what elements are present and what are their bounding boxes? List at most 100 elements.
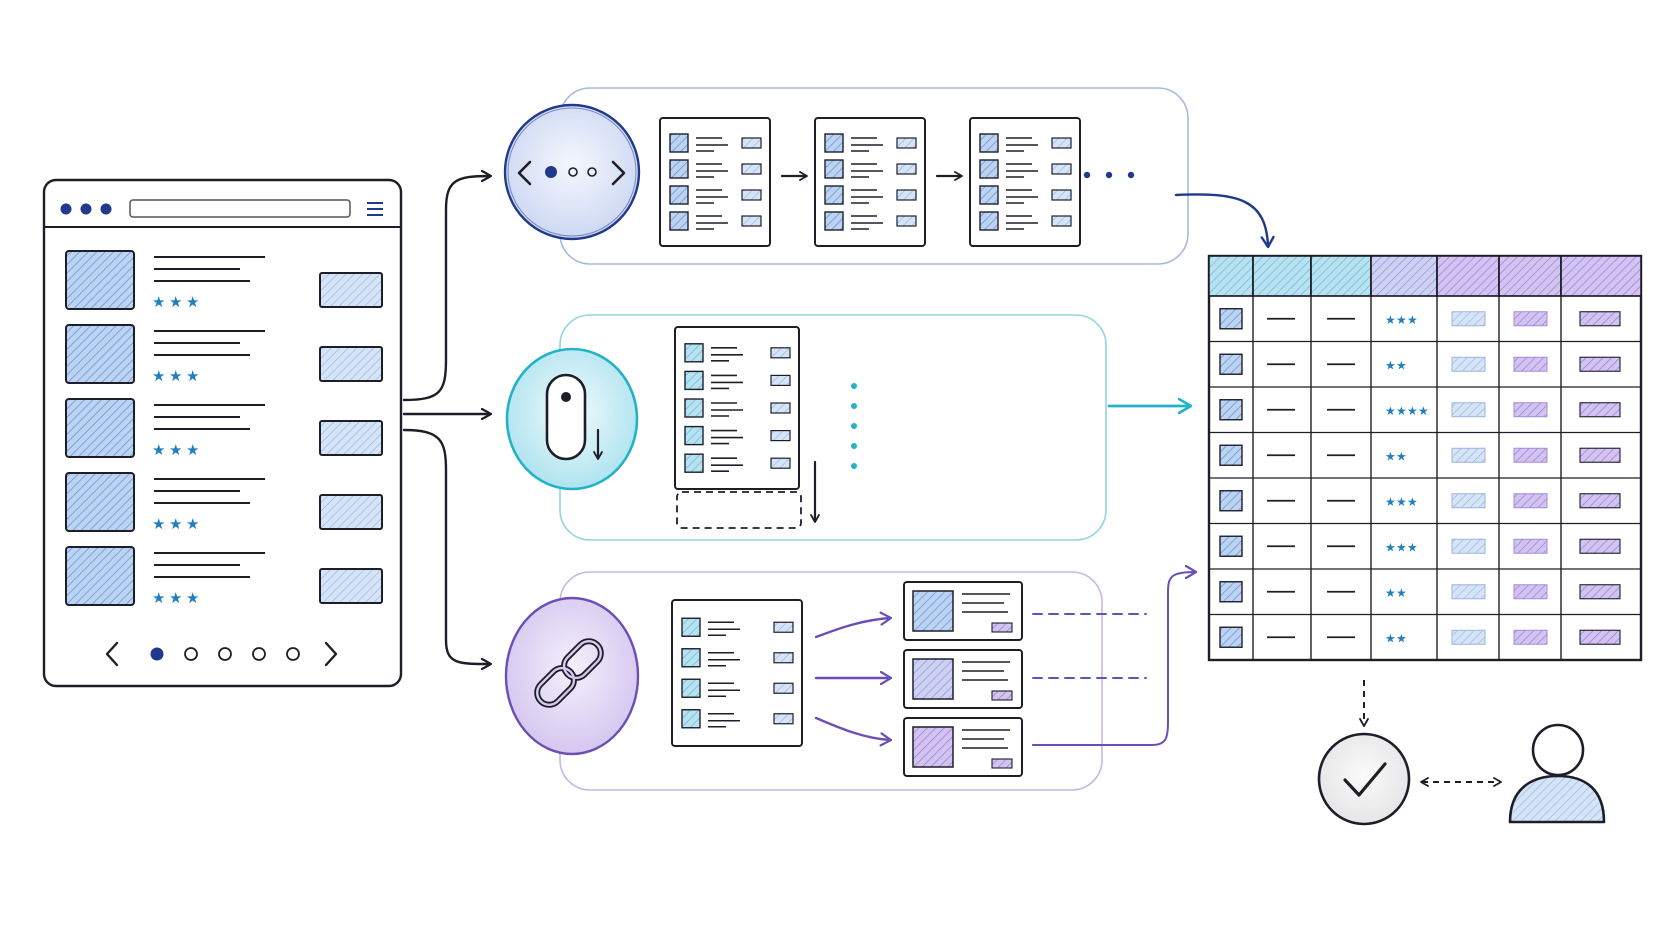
thumbnail-image bbox=[65, 398, 135, 458]
paginated-page bbox=[814, 117, 926, 247]
rating-star: ★ bbox=[1396, 313, 1407, 327]
table-header-cell bbox=[1370, 255, 1438, 297]
action-button[interactable] bbox=[319, 272, 383, 308]
table-header-cell bbox=[1498, 255, 1562, 297]
rating-star: ★ bbox=[1385, 586, 1396, 600]
rating-star: ★ bbox=[1396, 631, 1407, 645]
rating-star: ★ bbox=[1407, 495, 1418, 509]
arrow-pagination-to-table bbox=[1174, 193, 1268, 246]
rating-star: ★ bbox=[152, 589, 165, 607]
action-button[interactable] bbox=[319, 346, 383, 382]
links-page-content bbox=[671, 599, 803, 747]
page-dot[interactable] bbox=[218, 647, 232, 661]
table-row: ★★ bbox=[1209, 613, 1641, 648]
rating-star: ★ bbox=[1407, 540, 1418, 554]
rating-star: ★ bbox=[152, 441, 165, 459]
listing-row[interactable]: ★★★ bbox=[65, 324, 383, 385]
prev-page-icon[interactable] bbox=[105, 641, 119, 667]
more-items-ellipsis bbox=[851, 383, 857, 469]
address-bar[interactable] bbox=[129, 199, 351, 218]
listing-page-with-links bbox=[671, 599, 803, 747]
table-row: ★★★ bbox=[1209, 295, 1641, 330]
arrow-to-pagination bbox=[402, 176, 490, 402]
rating-star: ★ bbox=[1385, 313, 1396, 327]
thumbnail-image bbox=[65, 472, 135, 532]
page-dot[interactable] bbox=[252, 647, 266, 661]
detail-pages bbox=[903, 581, 1023, 777]
paginated-page bbox=[659, 117, 771, 247]
listing-row[interactable]: ★★★ bbox=[65, 250, 383, 311]
arrow-to-links bbox=[402, 428, 490, 664]
more-pages-ellipsis bbox=[1083, 171, 1135, 179]
checkmark-icon bbox=[1317, 732, 1411, 826]
table-header-cell bbox=[1252, 255, 1312, 297]
rating-star: ★ bbox=[1396, 540, 1407, 554]
rating-star: ★ bbox=[186, 589, 199, 607]
pager bbox=[105, 641, 338, 667]
rating-star: ★ bbox=[169, 441, 182, 459]
rating-star: ★ bbox=[169, 367, 182, 385]
rating-star: ★ bbox=[1385, 631, 1396, 645]
rating-star: ★ bbox=[1396, 586, 1407, 600]
review-loop bbox=[1317, 680, 1606, 826]
thumbnail-image bbox=[65, 324, 135, 384]
pagination-method bbox=[503, 87, 1268, 265]
page-dot[interactable] bbox=[184, 647, 198, 661]
rating-star: ★ bbox=[1407, 313, 1418, 327]
table-row: ★★ bbox=[1209, 568, 1641, 603]
table-row: ★★★★ bbox=[1209, 386, 1641, 421]
thumbnail-image bbox=[65, 250, 135, 310]
output-data-table: ★★★★★★★★★★★★★★★★★★★★★ bbox=[1207, 254, 1643, 662]
rating-star: ★ bbox=[169, 589, 182, 607]
rating-star: ★ bbox=[1418, 404, 1429, 418]
rating-star: ★ bbox=[1396, 358, 1407, 372]
table-row: ★★★ bbox=[1209, 522, 1641, 557]
rating-star: ★ bbox=[152, 367, 165, 385]
person-icon bbox=[1508, 723, 1606, 824]
table-header-cell bbox=[1310, 255, 1372, 297]
detail-page-card bbox=[903, 649, 1023, 709]
detail-links-method bbox=[504, 572, 1195, 791]
table-row: ★★★ bbox=[1209, 477, 1641, 512]
rating-star: ★ bbox=[152, 515, 165, 533]
window-controls bbox=[60, 203, 112, 215]
table-header-cell bbox=[1208, 255, 1254, 297]
rating-star: ★ bbox=[1396, 404, 1407, 418]
rating-star: ★ bbox=[169, 293, 182, 311]
rating-star: ★ bbox=[1385, 358, 1396, 372]
action-button[interactable] bbox=[319, 568, 383, 604]
rating-star: ★ bbox=[186, 441, 199, 459]
next-page-icon[interactable] bbox=[324, 641, 338, 667]
listing-row[interactable]: ★★★ bbox=[65, 472, 383, 533]
rating-star: ★ bbox=[1396, 449, 1407, 463]
loading-placeholder bbox=[676, 491, 802, 529]
rating-star: ★ bbox=[186, 367, 199, 385]
paginated-page bbox=[969, 117, 1081, 247]
rating-star: ★ bbox=[1385, 449, 1396, 463]
detail-page-card bbox=[903, 717, 1023, 777]
table-header-cell bbox=[1436, 255, 1500, 297]
thumbnail-image bbox=[65, 546, 135, 606]
detail-merge-lines bbox=[1032, 572, 1195, 746]
hamburger-menu-icon[interactable] bbox=[367, 202, 383, 216]
listing-row[interactable]: ★★★ bbox=[65, 398, 383, 459]
scroll-page-content bbox=[674, 326, 800, 490]
listing-row[interactable]: ★★★ bbox=[65, 546, 383, 607]
table-row: ★★ bbox=[1209, 340, 1641, 375]
rating-star: ★ bbox=[169, 515, 182, 533]
action-button[interactable] bbox=[319, 420, 383, 456]
infinite-scroll-method bbox=[505, 314, 1190, 541]
mouse-scroll-icon bbox=[505, 347, 639, 491]
action-button[interactable] bbox=[319, 494, 383, 530]
follow-link-arrows bbox=[814, 618, 890, 740]
rating-star: ★ bbox=[152, 293, 165, 311]
rating-star: ★ bbox=[1385, 495, 1396, 509]
page-dot-active[interactable] bbox=[150, 647, 164, 661]
detail-page-card bbox=[903, 581, 1023, 641]
page-dot[interactable] bbox=[286, 647, 300, 661]
listing-rows: ★★★★★★★★★★★★★★★ bbox=[65, 250, 383, 607]
rating-star: ★ bbox=[186, 515, 199, 533]
table-header-cell bbox=[1560, 255, 1642, 297]
paginated-pages bbox=[659, 117, 1081, 247]
